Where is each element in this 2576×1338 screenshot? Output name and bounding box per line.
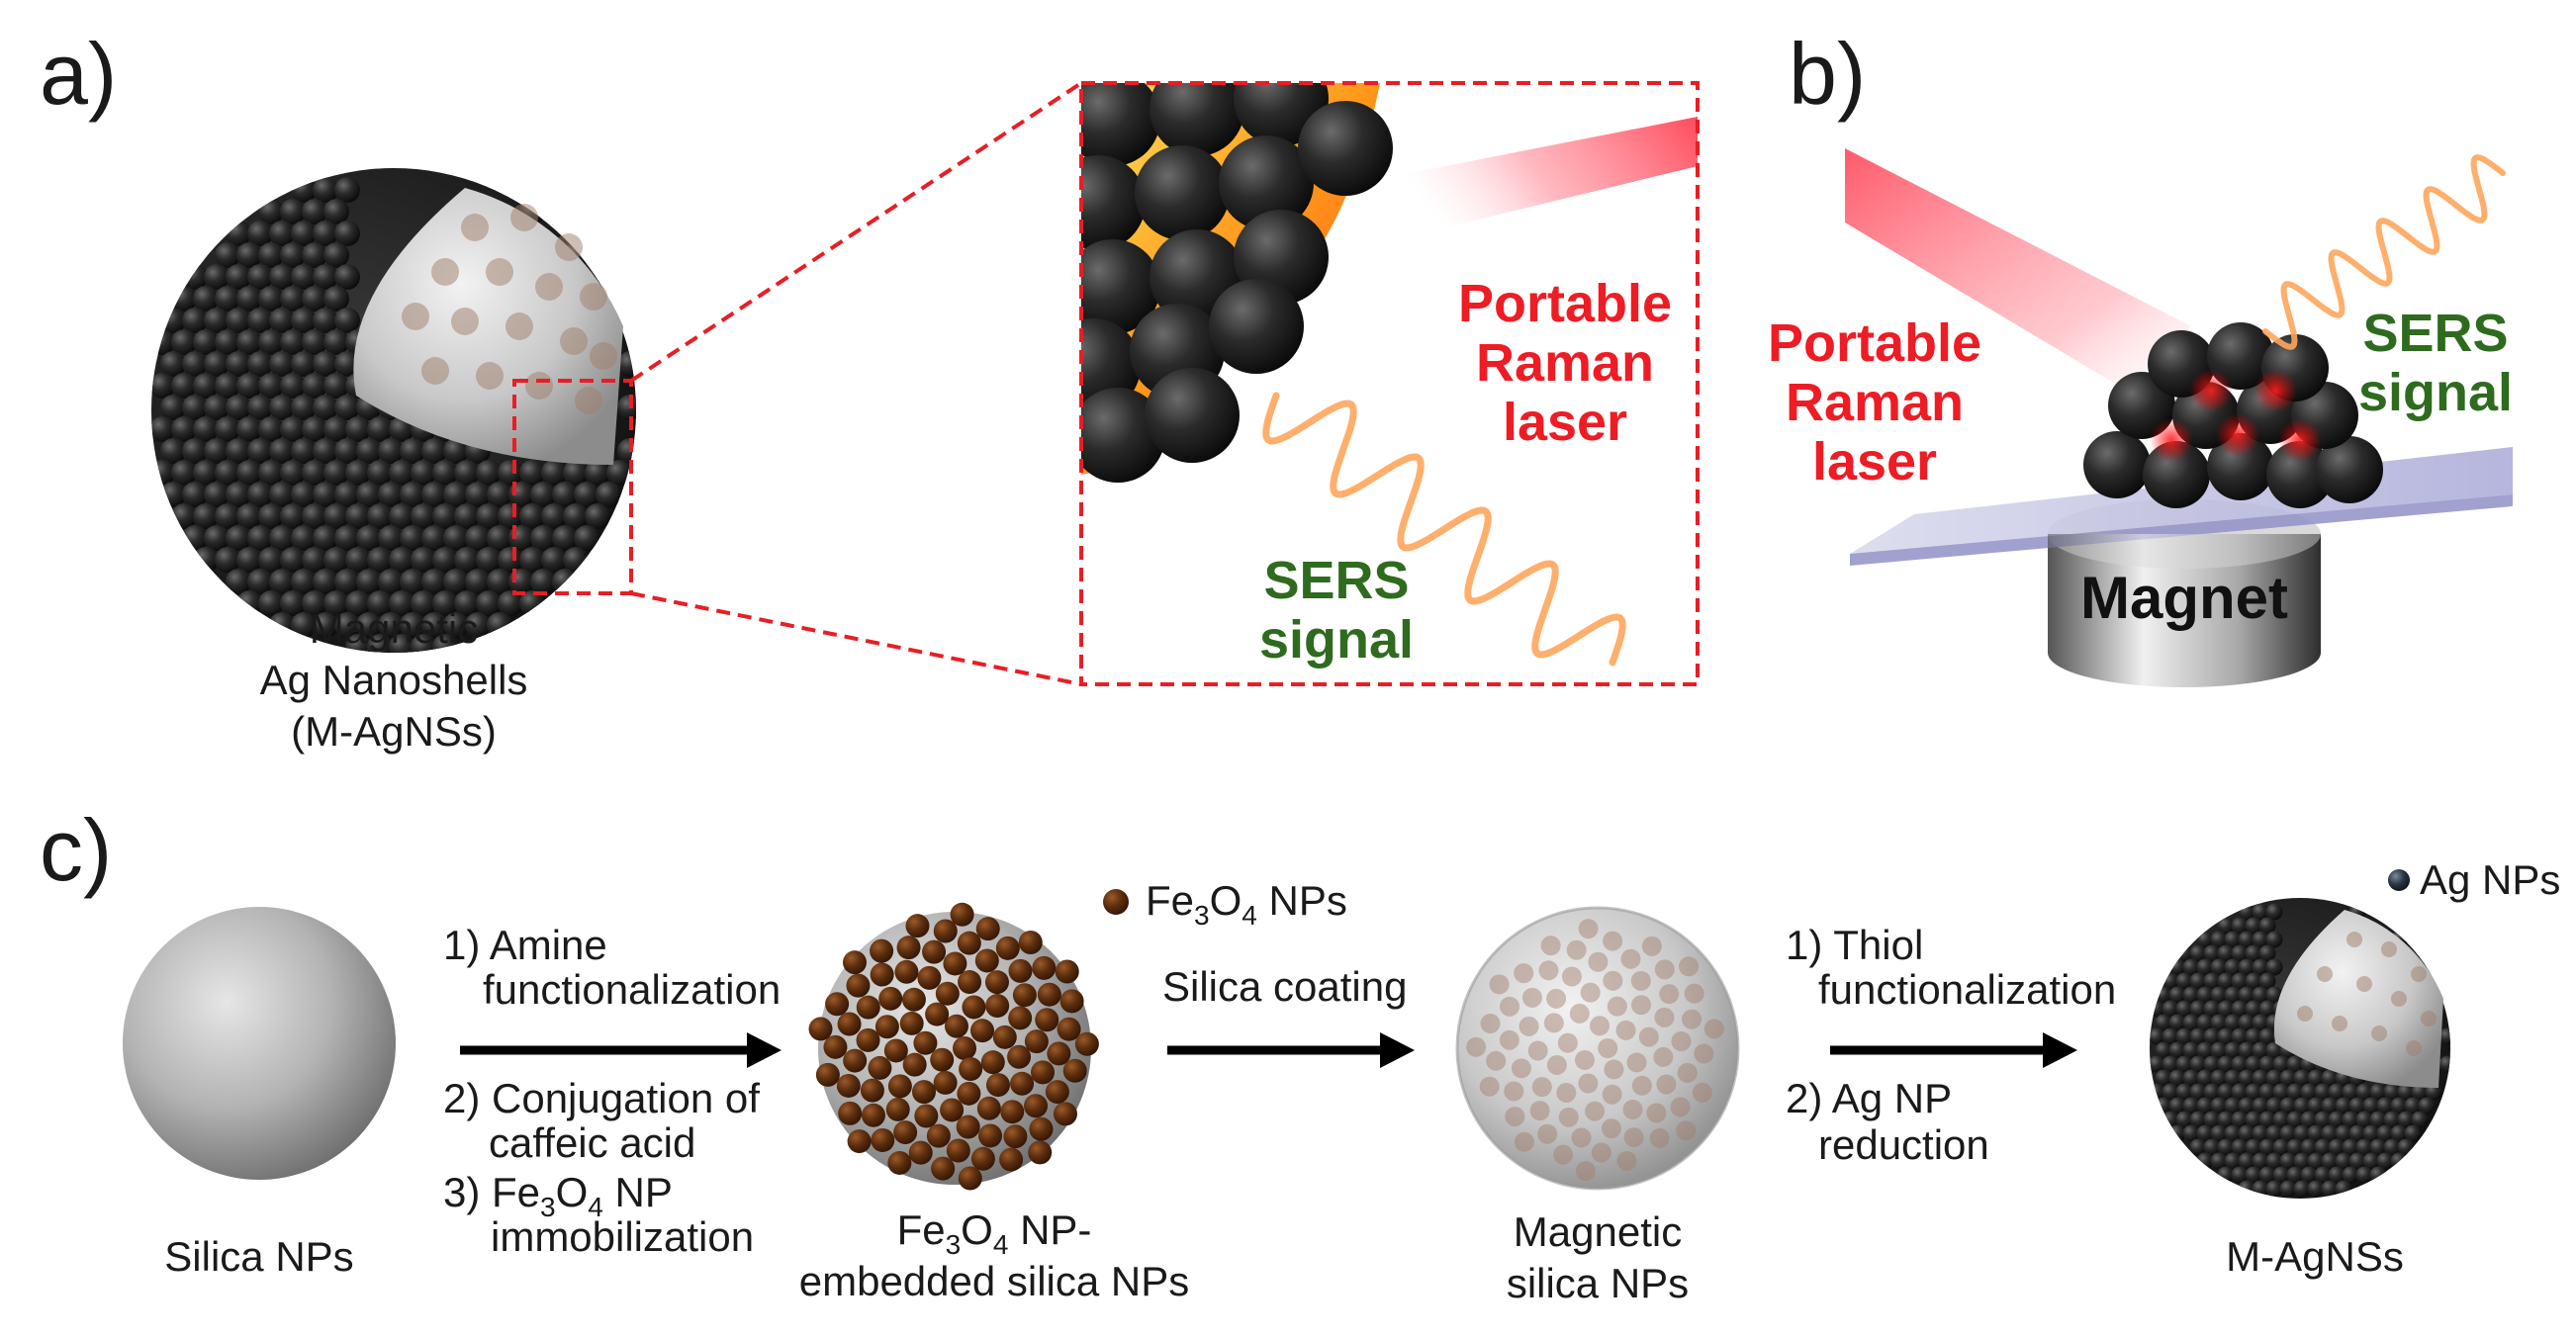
zoom-line-top: [629, 81, 1083, 383]
laser-label-a-line1: Portable: [1458, 274, 1672, 333]
stage4-label: M-AgNSs: [2226, 1233, 2404, 1280]
laser-label-b-line2: Raman: [1786, 373, 1964, 432]
magnetic-silica-np: [1457, 908, 1738, 1189]
sers-label-b-line2: signal: [2358, 363, 2513, 422]
magnet-label: Magnet: [2080, 565, 2288, 631]
step1-line3: 2) Conjugation of: [443, 1075, 760, 1121]
sers-wave-b: [2262, 154, 2506, 350]
caption-a-line3: (M-AgNSs): [291, 708, 497, 755]
laser-beam-b: [1845, 148, 2191, 391]
step1-line5: 3) Fe3O4 NP: [443, 1169, 673, 1222]
laser-beam-a: [1385, 117, 1698, 237]
particle-cluster: [2083, 322, 2383, 508]
m-agns-particle-small: [2150, 898, 2450, 1199]
step1-line6: immobilization: [491, 1213, 754, 1260]
stage3-line1: Magnetic: [1514, 1208, 1682, 1255]
step3-line2: functionalization: [1818, 966, 2116, 1013]
step1-line4: caffeic acid: [489, 1119, 695, 1166]
stage2-line2: embedded silica NPs: [799, 1258, 1190, 1304]
stage3-line2: silica NPs: [1507, 1260, 1689, 1306]
zoom-inset: [1081, 83, 1698, 684]
fe3o4-legend-dot: [1103, 889, 1129, 915]
zoom-line-bottom: [630, 591, 1082, 686]
sers-wave-a: [1262, 392, 1626, 667]
sers-label-a-line1: SERS: [1263, 551, 1409, 610]
sers-label-a-line2: signal: [1259, 610, 1414, 669]
laser-label-a-line2: Raman: [1476, 333, 1654, 393]
step2-label: Silica coating: [1162, 963, 1407, 1010]
fe3o4-legend-label: Fe3O4 NPs: [1146, 877, 1347, 931]
step3-line4: reduction: [1818, 1121, 1989, 1168]
panel-a-label: a): [40, 25, 117, 123]
laser-label-a-line3: laser: [1503, 393, 1627, 452]
step1-line2: functionalization: [483, 966, 781, 1013]
panel-c-label: c): [40, 801, 112, 899]
ag-np-legend-dot: [2388, 869, 2410, 891]
m-agns-particle-large: [151, 168, 636, 653]
laser-label-b-line3: laser: [1812, 432, 1937, 491]
step1-line1: 1) Amine: [443, 922, 607, 968]
stage1-label: Silica NPs: [164, 1233, 353, 1280]
sers-label-b-line1: SERS: [2362, 304, 2508, 363]
caption-a-line1: Magnetic: [310, 605, 478, 652]
cutaway-core: [353, 188, 623, 465]
zoom-inset-frame: [1079, 81, 1700, 686]
silica-np: [123, 907, 396, 1180]
panel-b-label: b): [1789, 25, 1866, 123]
laser-label-b-line1: Portable: [1768, 313, 1981, 373]
stage2-line1: Fe3O4 NP-: [897, 1206, 1092, 1260]
zoom-selection-box: [512, 379, 633, 595]
ag-np-legend-label: Ag NPs: [2420, 856, 2560, 903]
caption-a-line2: Ag Nanoshells: [260, 657, 528, 703]
step3-line3: 2) Ag NP: [1786, 1075, 1952, 1121]
step3-line1: 1) Thiol: [1786, 922, 1923, 968]
